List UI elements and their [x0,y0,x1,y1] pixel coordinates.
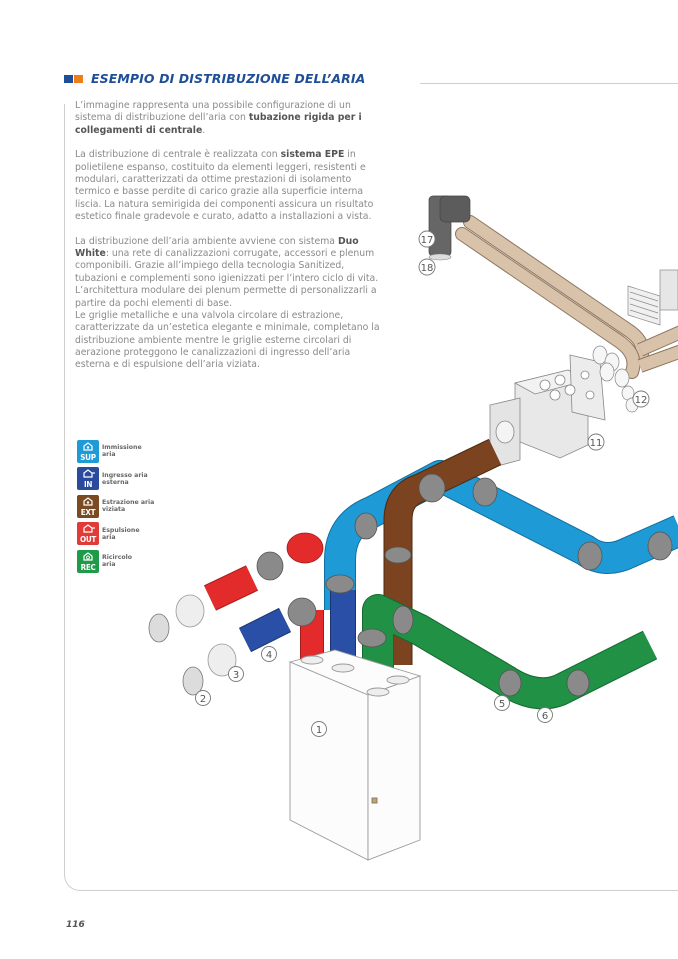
accent-square-orange [74,74,83,83]
callout-17: 17 [418,230,436,248]
recirc-duct-green [362,594,658,710]
section-header: ESEMPIO DI DISTRIBUZIONE DELL’ARIA [64,71,365,86]
legend-badge-sup: SUP [77,439,99,463]
legend-badge-out: OUT [77,522,99,545]
callout-5: 5 [494,695,510,711]
svg-text:17: 17 [421,235,434,246]
svg-text:11: 11 [590,438,603,449]
house-recirc-icon [83,551,93,561]
house-arrow-out-icon [83,524,95,533]
callout-2: 2 [195,690,211,706]
header-rule [420,83,678,84]
svg-text:5: 5 [499,699,505,710]
paragraph-2: La distribuzione di centrale è realizzat… [75,149,374,223]
wall-sleeves [175,594,237,677]
house-extract-icon [83,496,93,506]
page-number: 116 [66,920,85,930]
external-grilles [148,613,204,696]
callout-4: 4 [261,646,277,662]
paragraph-3: La distribuzione dell’aria ambiente avvi… [75,235,379,309]
paragraph-4: Le griglie metalliche e una valvola circ… [75,309,380,371]
legend-badge-in: IN [77,467,99,490]
duo-white-pipes [455,215,678,379]
callout-3: 3 [228,666,244,682]
pipe-clamps [256,473,673,697]
callout-11: 11 [587,433,605,451]
svg-text:4: 4 [266,650,272,661]
svg-text:18: 18 [421,263,434,274]
page-title: ESEMPIO DI DISTRIBUZIONE DELL’ARIA [91,71,366,86]
content-frame [64,104,678,891]
plenum-box [489,354,606,469]
callout-12: 12 [632,390,650,408]
house-arrow-in-icon [83,469,95,478]
callout-18: 18 [418,258,436,276]
connection-rings [592,345,639,413]
accent-square-blue [64,74,73,83]
callout-6: 6 [537,707,553,723]
svg-text:2: 2 [200,694,206,705]
description-text: L’immagine rappresenta una possibile con… [75,100,385,384]
ventilation-unit [288,649,422,861]
svg-text:3: 3 [233,670,239,681]
house-icon [83,441,93,451]
svg-text:6: 6 [542,711,548,722]
paragraph-1: L’immagine rappresenta una possibile con… [75,100,362,136]
legend-badge-ext: EXT [77,494,99,518]
svg-text:12: 12 [635,395,648,406]
svg-text:1: 1 [316,725,322,736]
callout-1: 1 [311,721,327,737]
legend-badge-rec: REC [77,549,99,573]
wall-grille [627,269,678,326]
